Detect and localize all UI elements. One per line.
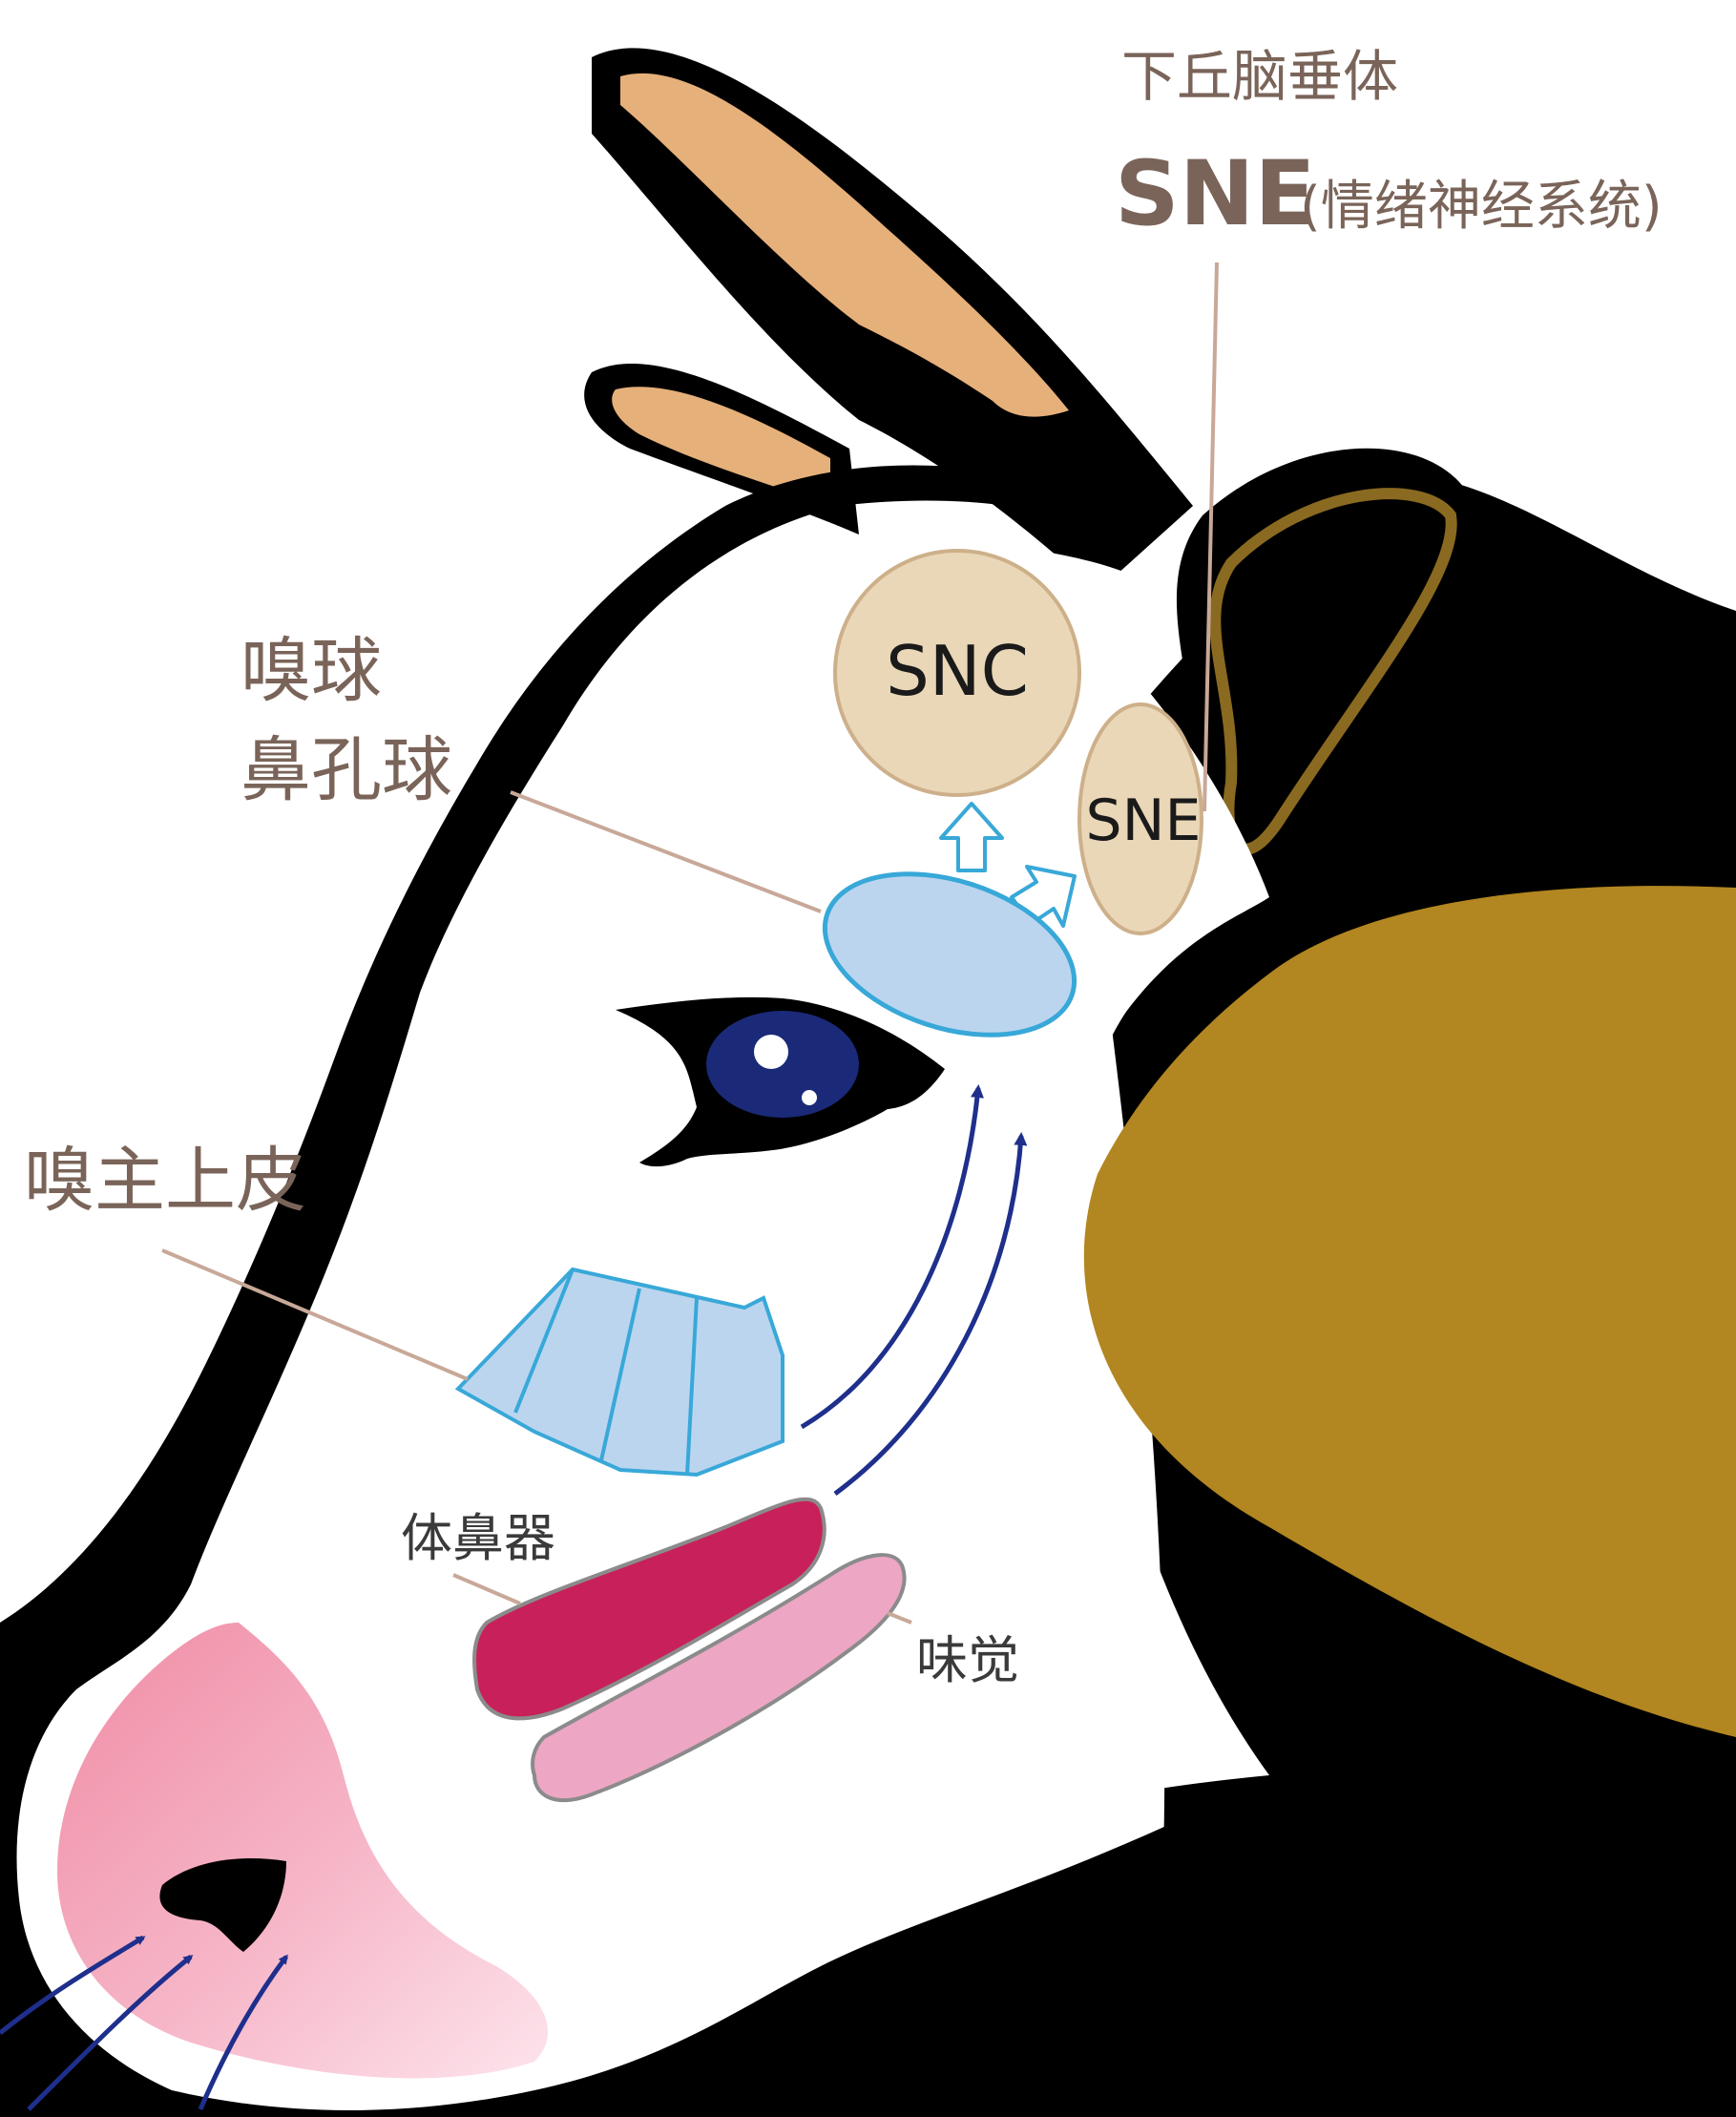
label-olfactory-bulb-1: 嗅球 (241, 630, 382, 712)
label-vomeronasal: 体鼻器 (401, 1508, 555, 1568)
bulb-to-snc-arrow (939, 802, 1004, 872)
leader-taste (887, 1611, 912, 1624)
leader-olfactory-bulb (510, 790, 822, 913)
label-main-olfactory-epithelium: 嗅主上皮 (24, 1140, 306, 1222)
label-hypothalamus: 下丘脑垂体 (1121, 44, 1398, 109)
label-taste: 味觉 (916, 1630, 1019, 1690)
nostril (159, 1858, 286, 1952)
sne-node: SNE (1077, 702, 1203, 935)
leader-vomeronasal (452, 1573, 521, 1605)
leader-hypothalamus (1203, 262, 1219, 812)
vomeronasal-organ (472, 1497, 826, 1721)
horn-back (612, 387, 830, 506)
head-outline (0, 465, 1736, 2117)
inhale-arrow-3 (198, 1954, 289, 2110)
ear-inner-rim (1209, 488, 1457, 855)
horn-front (620, 73, 1069, 417)
inhale-arrow-1 (0, 1935, 146, 2035)
airflow-arrow-1 (800, 1084, 984, 1430)
snc-label: SNC (886, 631, 1029, 711)
label-sne-note: (情绪神经系统) (1300, 176, 1663, 238)
eye (616, 996, 945, 1167)
sne-node-label: SNE (1086, 787, 1202, 854)
label-sne-title: SNE (1115, 142, 1316, 246)
main-olfactory-epithelium (454, 1267, 784, 1478)
olfactory-bulb (822, 871, 1077, 1038)
snc-node: SNC (833, 549, 1081, 797)
hide-patch (1083, 886, 1736, 1737)
ear (1176, 448, 1473, 868)
inhale-arrow-2 (27, 1955, 194, 2111)
airflow-arrow-2 (833, 1132, 1028, 1497)
taste-organ (531, 1553, 907, 1803)
leader-main-epithelium (161, 1248, 469, 1381)
label-olfactory-bulb-2: 鼻孔球 (241, 729, 452, 811)
